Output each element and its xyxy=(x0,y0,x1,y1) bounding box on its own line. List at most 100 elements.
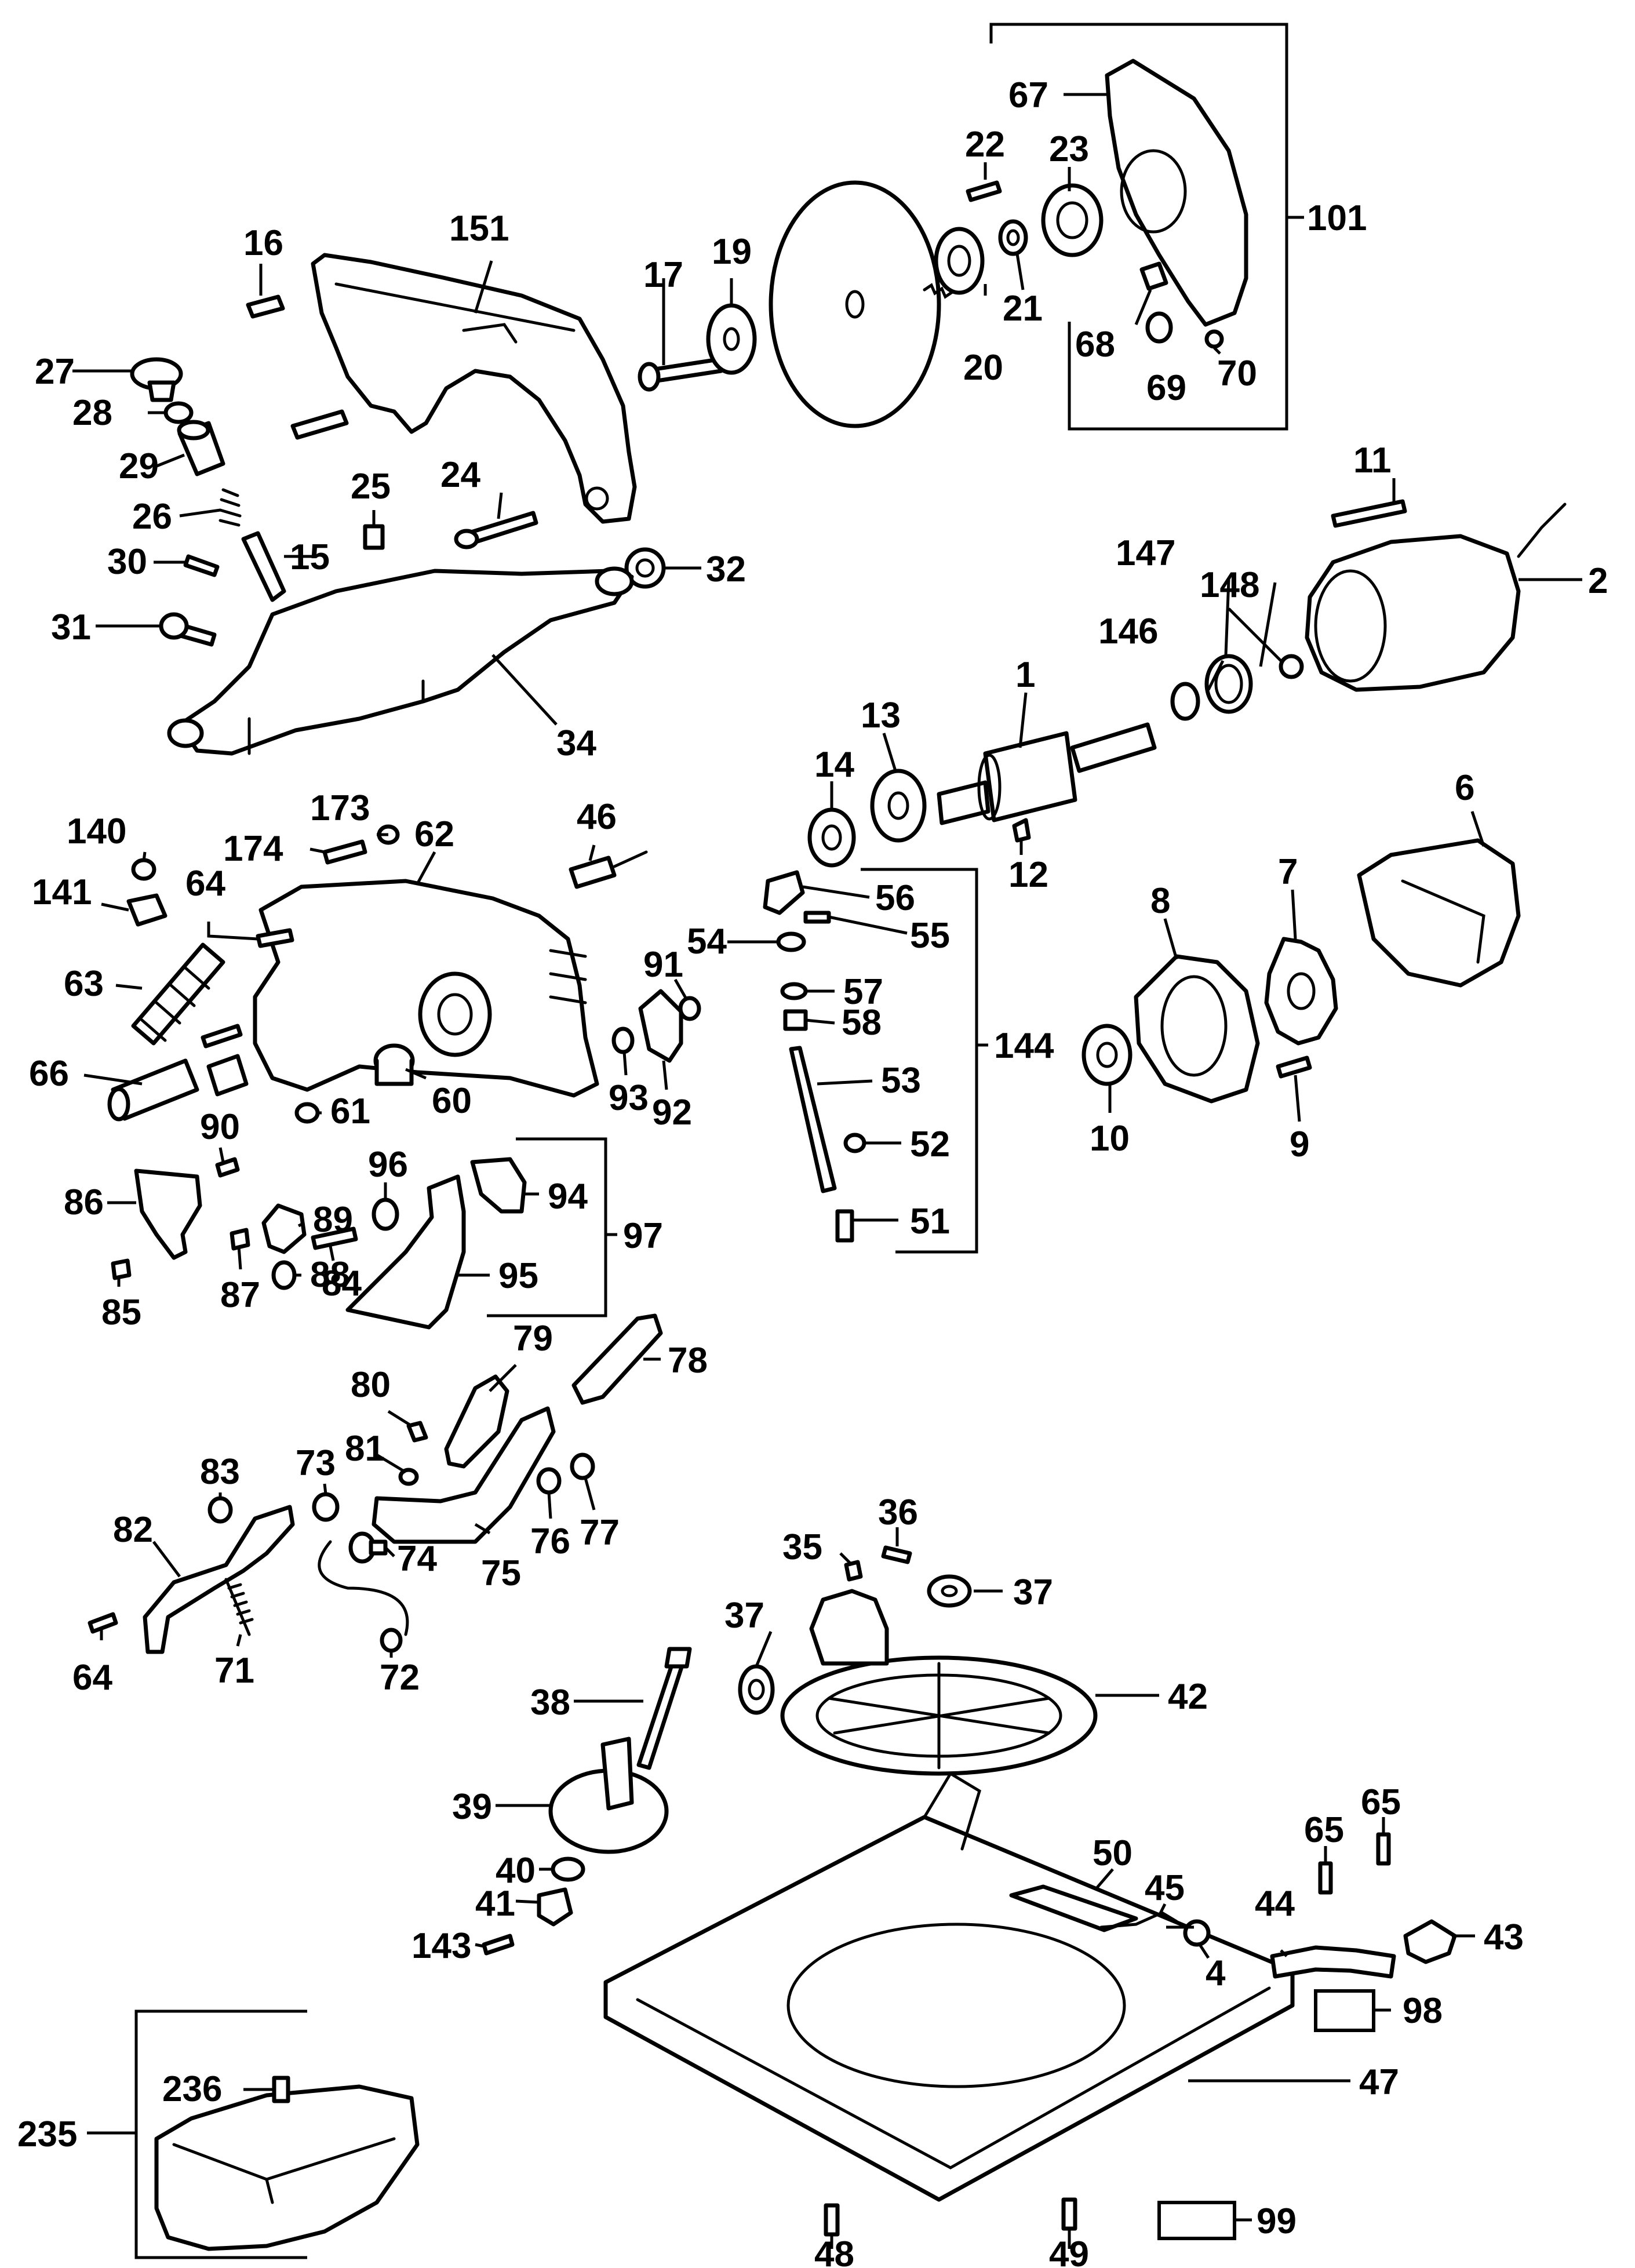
part-71-spring xyxy=(224,1578,254,1636)
part-81-nut xyxy=(398,1468,419,1486)
label-82: 82 xyxy=(113,1510,153,1550)
label-25: 25 xyxy=(351,467,391,507)
label-91: 91 xyxy=(643,945,683,985)
part-37-washer-left xyxy=(738,1664,775,1715)
part-96-washer xyxy=(372,1197,399,1231)
label-14: 14 xyxy=(814,745,854,785)
part-90-screw xyxy=(215,1157,240,1178)
label-64-lower: 64 xyxy=(72,1658,112,1698)
label-97: 97 xyxy=(623,1216,663,1256)
part-8-end-bell xyxy=(1134,954,1260,1104)
label-41: 41 xyxy=(475,1884,515,1924)
part-80-screw xyxy=(406,1421,428,1443)
label-31: 31 xyxy=(51,607,91,647)
part-75-link xyxy=(372,1406,556,1544)
label-80: 80 xyxy=(351,1365,391,1405)
label-76: 76 xyxy=(530,1521,570,1561)
bracket-97 xyxy=(487,1137,617,1317)
part-65-screw-right xyxy=(1376,1832,1391,1866)
label-69: 69 xyxy=(1146,368,1186,408)
label-43: 43 xyxy=(1484,1917,1524,1957)
label-235: 235 xyxy=(17,2114,77,2154)
part-20-flange xyxy=(934,227,985,295)
part-35-screw xyxy=(844,1560,863,1582)
label-81: 81 xyxy=(345,1429,385,1469)
label-45: 45 xyxy=(1145,1868,1185,1908)
part-44-scale xyxy=(1270,1945,1396,1979)
part-37-washer-right xyxy=(927,1574,972,1608)
label-95: 95 xyxy=(498,1256,538,1296)
part-34-arm xyxy=(167,566,634,756)
label-98: 98 xyxy=(1403,1991,1443,2031)
part-1-armature xyxy=(937,722,1157,825)
part-45-clip xyxy=(1099,1911,1178,1929)
bracket-144 xyxy=(861,868,988,1254)
part-140-nut xyxy=(131,858,156,881)
part-69-screw xyxy=(1145,311,1173,344)
part-64-pin-lower xyxy=(88,1612,118,1634)
part-43-pointer xyxy=(1403,1919,1457,1964)
part-66-rod xyxy=(107,1058,199,1122)
label-37-left: 37 xyxy=(724,1596,764,1636)
part-92-lever xyxy=(638,989,683,1063)
part-16-screw xyxy=(246,294,285,319)
label-71: 71 xyxy=(214,1651,254,1691)
label-27: 27 xyxy=(35,352,75,392)
label-143: 143 xyxy=(412,1926,471,1966)
part-65-screw-left xyxy=(1318,1861,1333,1895)
part-141-strain-relief xyxy=(126,893,167,927)
label-83: 83 xyxy=(200,1452,240,1492)
part-147-ring xyxy=(1204,654,1253,714)
label-141: 141 xyxy=(32,872,92,912)
label-92: 92 xyxy=(652,1093,692,1133)
label-88: 88 xyxy=(310,1255,350,1295)
part-146-spring xyxy=(1170,682,1200,721)
label-146: 146 xyxy=(1098,611,1158,651)
label-60: 60 xyxy=(432,1081,472,1121)
part-4-knob xyxy=(1183,1919,1211,1947)
part-48-screw xyxy=(824,2203,840,2237)
part-47-base xyxy=(603,1771,1295,2202)
part-small-pin xyxy=(201,1024,243,1049)
label-144: 144 xyxy=(994,1026,1054,1066)
part-52-nut xyxy=(843,1133,866,1153)
part-21-washer xyxy=(998,219,1028,256)
part-56-button xyxy=(763,870,805,915)
part-73-washer xyxy=(312,1492,340,1522)
label-148: 148 xyxy=(1200,565,1259,605)
label-63: 63 xyxy=(64,964,104,1004)
part-50-plate xyxy=(1009,1884,1138,1932)
label-26: 26 xyxy=(132,497,172,537)
part-235-dust-bag xyxy=(154,2084,420,2251)
part-87-screw xyxy=(230,1228,250,1251)
label-173: 173 xyxy=(310,788,370,828)
label-77: 77 xyxy=(580,1513,620,1553)
label-42: 42 xyxy=(1168,1677,1208,1717)
label-68: 68 xyxy=(1075,325,1115,365)
part-174-screw xyxy=(322,839,367,865)
label-46: 46 xyxy=(577,797,617,837)
part-40-nut xyxy=(551,1856,585,1882)
label-20: 20 xyxy=(963,348,1003,388)
label-53: 53 xyxy=(881,1061,921,1101)
part-78-plate xyxy=(571,1313,663,1405)
leader-lines xyxy=(72,93,1582,2249)
part-68-sleeve xyxy=(1139,261,1168,291)
label-62: 62 xyxy=(414,814,454,854)
part-91-nut xyxy=(678,996,701,1021)
label-96: 96 xyxy=(368,1145,408,1185)
part-88-nut xyxy=(271,1260,297,1290)
part-24-bolt xyxy=(454,511,538,549)
part-83-screw xyxy=(207,1496,233,1524)
label-36: 36 xyxy=(878,1492,918,1532)
part-54-washer xyxy=(776,931,806,952)
part-70-clip xyxy=(1204,329,1224,349)
label-58: 58 xyxy=(842,1003,882,1043)
part-15-plunger xyxy=(241,531,286,602)
label-30: 30 xyxy=(107,542,147,582)
bracket-235 xyxy=(87,2009,307,2259)
label-101: 101 xyxy=(1307,198,1367,238)
part-bushing xyxy=(206,1054,249,1097)
label-32: 32 xyxy=(706,549,746,589)
part-13-plate xyxy=(870,769,927,843)
